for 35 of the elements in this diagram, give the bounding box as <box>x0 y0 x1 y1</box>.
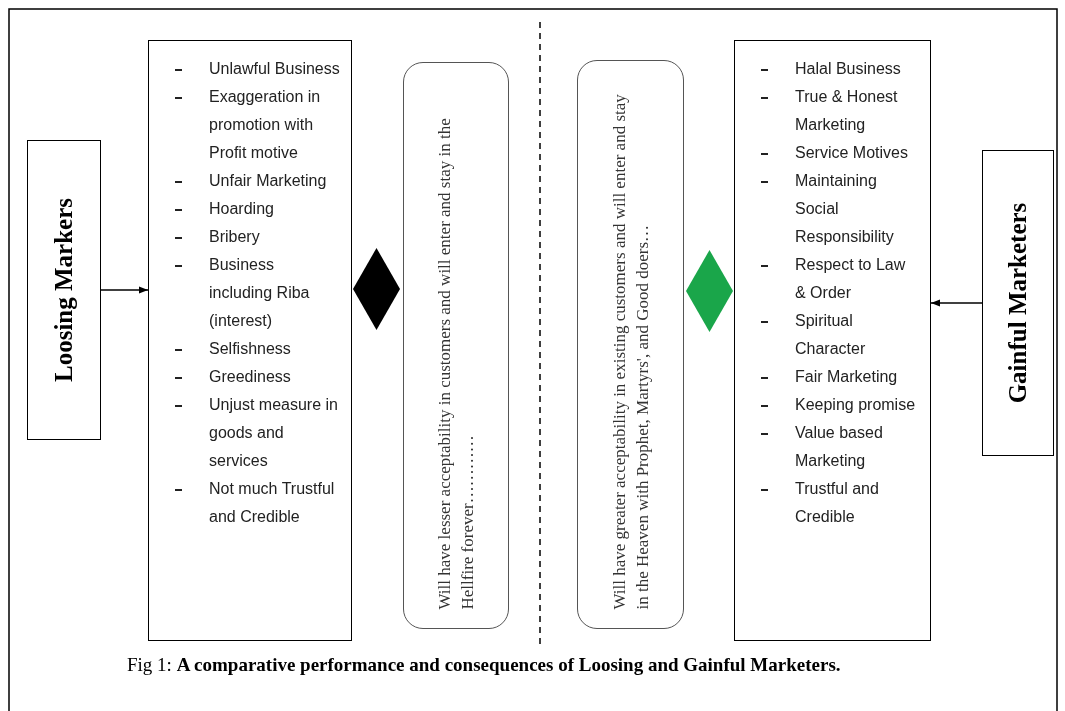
list-box <box>734 40 931 641</box>
list-item: Fair Marketing <box>795 367 899 387</box>
list-item: Unfair Marketing <box>209 171 328 191</box>
outcome-box <box>403 62 509 629</box>
outcome-text: Will have lesser acceptability in customers and will enter and stay in the Hellfire forever………… <box>434 116 478 609</box>
list-item: Unjust measure in goods and services <box>209 395 339 471</box>
list-item: Maintaining Social Responsibility <box>795 171 895 247</box>
actor-box <box>27 140 101 440</box>
arrow <box>930 299 983 307</box>
list-item: Selfishness <box>209 339 292 359</box>
list-item: Value based Marketing <box>795 423 884 471</box>
list-item: Halal Business <box>795 59 902 79</box>
decision-diamond <box>353 248 400 330</box>
list-item: Respect to Law & Order <box>795 255 907 303</box>
box-title: Gainful Marketers <box>1004 202 1032 404</box>
list-item: Bribery <box>209 227 261 247</box>
list-item: Business including Riba (interest) <box>209 255 311 331</box>
list-item: Unlawful Business <box>209 59 341 79</box>
list-item: Service Motives <box>795 143 909 163</box>
figure-caption: Fig 1: A comparative performance and consequences of Loosing and Gainful Marketers. <box>127 653 842 677</box>
list-item: Trustful and Credible <box>795 479 880 527</box>
list-item: Exaggeration in promotion with Profit motive <box>209 87 322 163</box>
list-item: Not much Trustful and Credible <box>209 479 336 527</box>
list-item: Keeping promise <box>795 395 917 415</box>
arrow <box>100 286 149 294</box>
list-item: Spiritual Character <box>795 311 867 359</box>
list-item: Greediness <box>209 367 292 387</box>
list-item: Hoarding <box>209 199 275 219</box>
outcome-text: Will have greater acceptability in existing customers and will enter and stay in the Heaven with Prophet, Martyrs', and Good doers… <box>608 92 653 609</box>
list-box <box>148 40 352 641</box>
list-item: True & Honest Marketing <box>795 87 899 135</box>
outcome-box <box>577 60 684 629</box>
actor-box <box>982 150 1054 456</box>
decision-diamond <box>686 250 733 332</box>
box-title: Loosing Markers <box>50 198 78 382</box>
